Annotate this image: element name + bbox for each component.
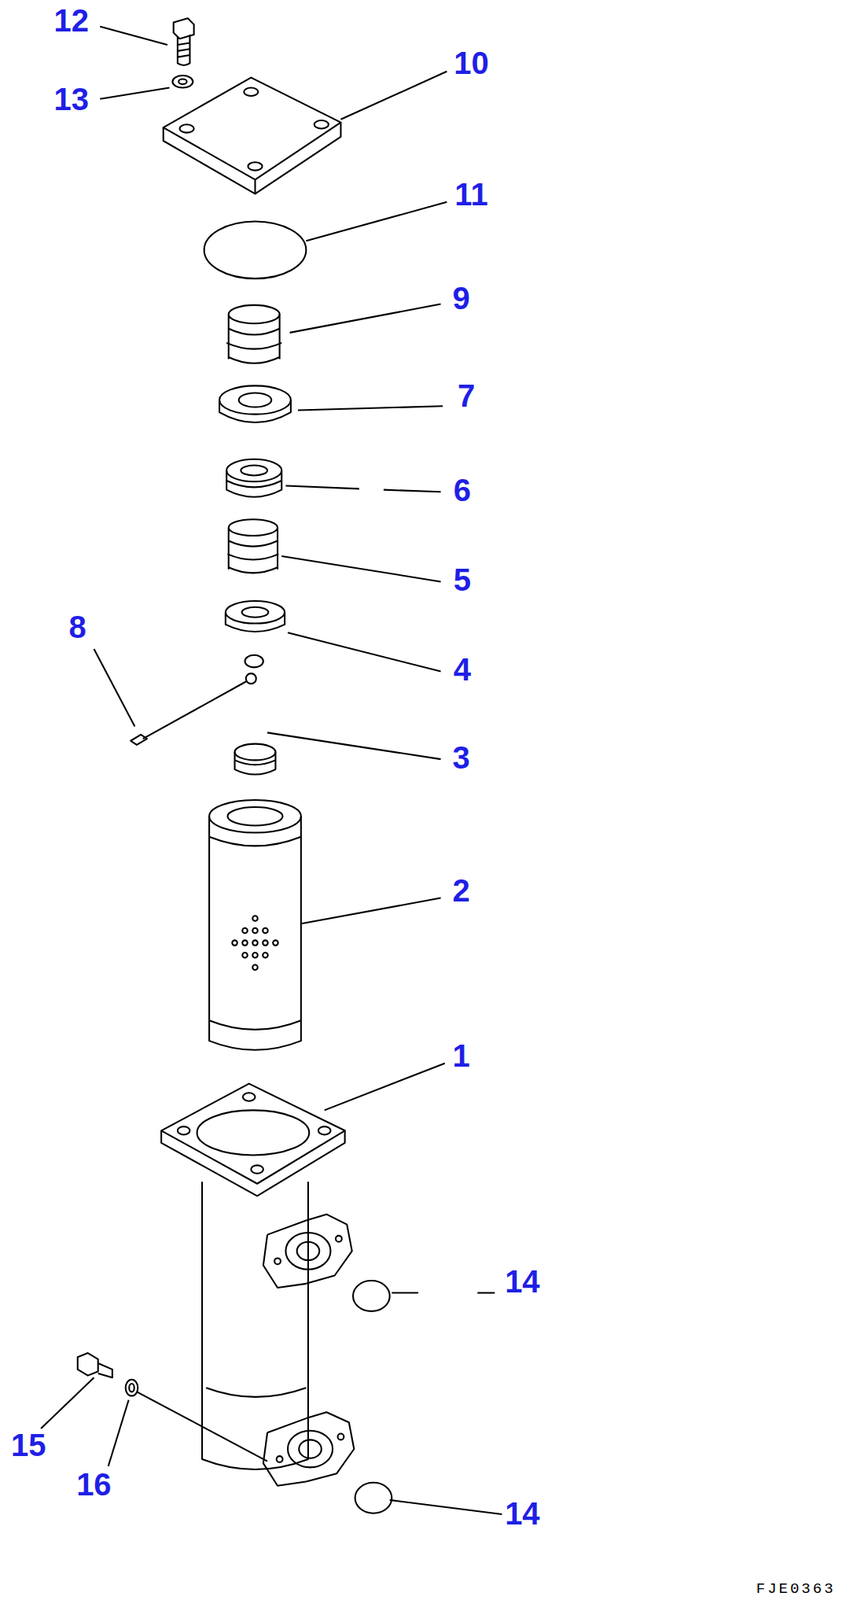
spring	[227, 518, 279, 573]
callout-number: 10	[453, 47, 490, 79]
leader-lines	[40, 26, 502, 1514]
callout-number: 1	[452, 1039, 470, 1071]
washer	[172, 75, 193, 89]
callout-number: 15	[11, 1428, 47, 1461]
callout-number: 5	[453, 563, 471, 596]
callout-number: 16	[76, 1467, 112, 1500]
valve	[225, 600, 285, 632]
filter-case	[161, 1083, 354, 1486]
bolt	[173, 18, 195, 66]
o-ring	[353, 1279, 390, 1311]
callout-number: 4	[453, 653, 471, 685]
o-ring	[204, 220, 307, 279]
drawing-code: FJE0363	[756, 1581, 836, 1597]
callout-number: 7	[457, 379, 475, 412]
callout-number: 9	[452, 282, 470, 314]
callout-number: 14	[504, 1265, 541, 1297]
spring	[226, 305, 282, 364]
callout-number: 11	[454, 178, 488, 210]
o-ring	[355, 1482, 393, 1513]
callout-number: 13	[54, 83, 90, 115]
callout-number: 12	[54, 4, 90, 37]
callout-number: 3	[452, 741, 470, 773]
washer	[125, 1379, 139, 1396]
plug	[77, 1352, 113, 1377]
callout-number: 6	[453, 474, 471, 506]
plunger	[235, 743, 276, 775]
spring-seat	[219, 385, 291, 423]
callout-number: 2	[452, 874, 470, 906]
callout-number: 8	[68, 610, 86, 643]
cover-plate	[163, 77, 342, 195]
filter-element	[209, 799, 302, 1050]
valve-seat	[226, 459, 282, 497]
callout-number: 14	[504, 1496, 541, 1529]
pin	[130, 654, 264, 745]
